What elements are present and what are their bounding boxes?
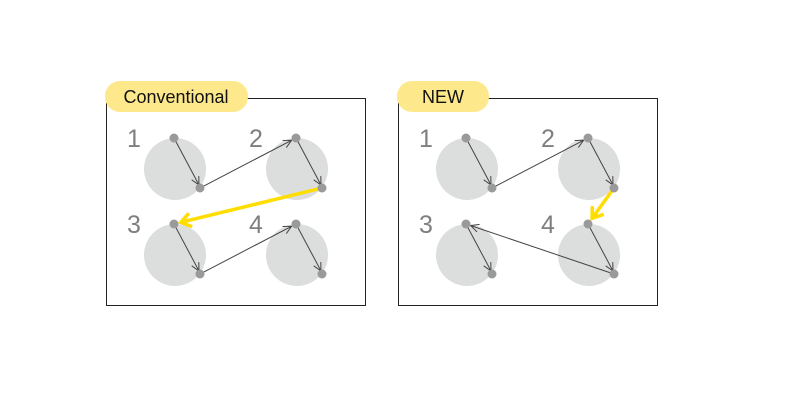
highlight-arrow (592, 190, 614, 218)
panel-title: NEW (422, 87, 464, 107)
start-dot (169, 219, 179, 229)
panel-frame (398, 98, 658, 306)
highlight-arrow (181, 187, 319, 222)
start-dot (583, 219, 593, 229)
node-number: 3 (419, 211, 433, 239)
panel-frame (106, 98, 366, 306)
node-number: 2 (541, 125, 555, 153)
start-dot (169, 133, 179, 143)
arrow (295, 137, 321, 185)
arrow (203, 140, 292, 187)
node-number: 3 (127, 211, 141, 239)
title-pill (397, 81, 489, 112)
node-number: 4 (249, 211, 263, 239)
title-pill (105, 81, 248, 112)
node-number: 1 (419, 125, 433, 153)
start-dot (461, 133, 471, 143)
node-circle (436, 224, 498, 286)
end-dot (195, 269, 205, 279)
end-dot (317, 269, 327, 279)
node-circle (558, 138, 620, 200)
node-number: 1 (127, 125, 141, 153)
node-number: 4 (541, 211, 555, 239)
start-dot (291, 219, 301, 229)
arrow (173, 137, 199, 185)
end-dot (317, 183, 327, 193)
node-circle (436, 138, 498, 200)
start-dot (291, 133, 301, 143)
arrow (495, 140, 584, 187)
node-circle (266, 224, 328, 286)
panel-title: Conventional (123, 87, 228, 107)
node-circle (144, 138, 206, 200)
arrow (587, 137, 613, 185)
arrow (587, 223, 613, 271)
arrow (203, 226, 292, 273)
panel-new: NEW 1 2 3 4 (397, 81, 658, 306)
node-number: 2 (249, 125, 263, 153)
end-dot (487, 183, 497, 193)
end-dot (609, 183, 619, 193)
arrow (173, 223, 199, 271)
arrow (471, 226, 611, 274)
arrow (465, 137, 491, 185)
panel-conventional: Conventional 1 2 3 4 (105, 81, 366, 306)
end-dot (609, 269, 619, 279)
end-dot (487, 269, 497, 279)
node-circle (266, 138, 328, 200)
start-dot (461, 219, 471, 229)
start-dot (583, 133, 593, 143)
end-dot (195, 183, 205, 193)
node-circle (144, 224, 206, 286)
arrow (295, 223, 321, 271)
